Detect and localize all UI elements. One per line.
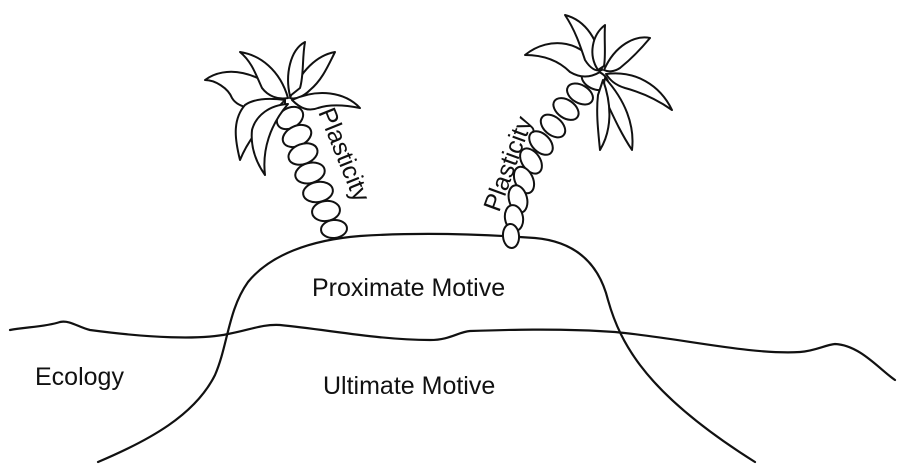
- ultimate-motive-label: Ultimate Motive: [323, 372, 495, 400]
- island-outline: [98, 234, 755, 462]
- proximate-motive-label: Proximate Motive: [312, 274, 505, 302]
- ecology-label: Ecology: [35, 363, 124, 391]
